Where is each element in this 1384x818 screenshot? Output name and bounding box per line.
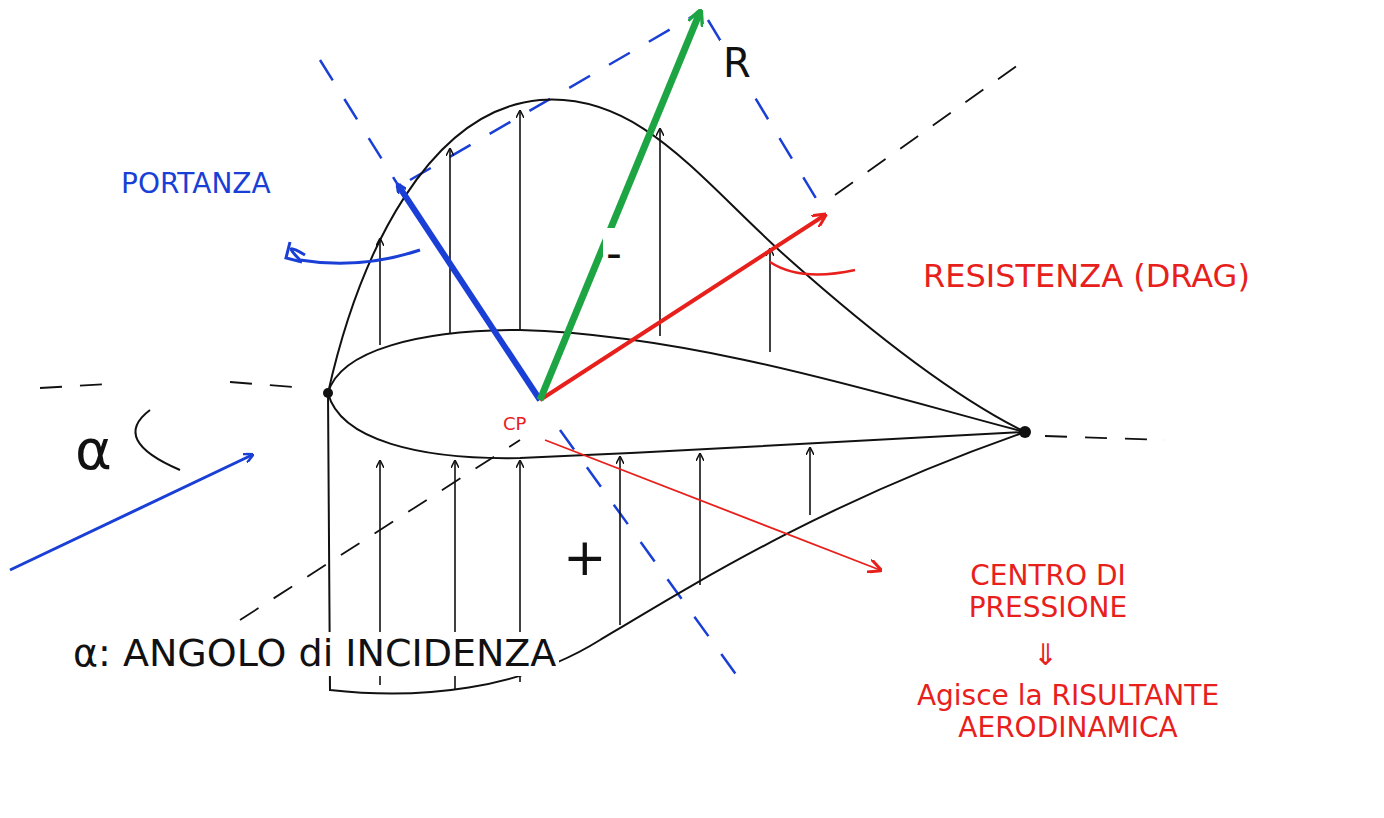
angle-symbol: α [72, 418, 115, 482]
force-label: R [720, 40, 754, 86]
point-label: CP [500, 414, 529, 435]
note-arrow: ⇓ [1030, 638, 1061, 673]
pressure-sign: + [560, 528, 610, 588]
force-label: PORTANZA [118, 168, 274, 200]
note-text: Agisce la RISULTANTE AERODINAMICA [875, 680, 1261, 744]
force-label: RESISTENZA (DRAG) [920, 258, 1253, 295]
note-text: CENTRO DI PRESSIONE [920, 560, 1176, 624]
note-text: α: ANGOLO di INCIDENZA [70, 632, 559, 676]
pressure-sign: - [603, 228, 625, 279]
